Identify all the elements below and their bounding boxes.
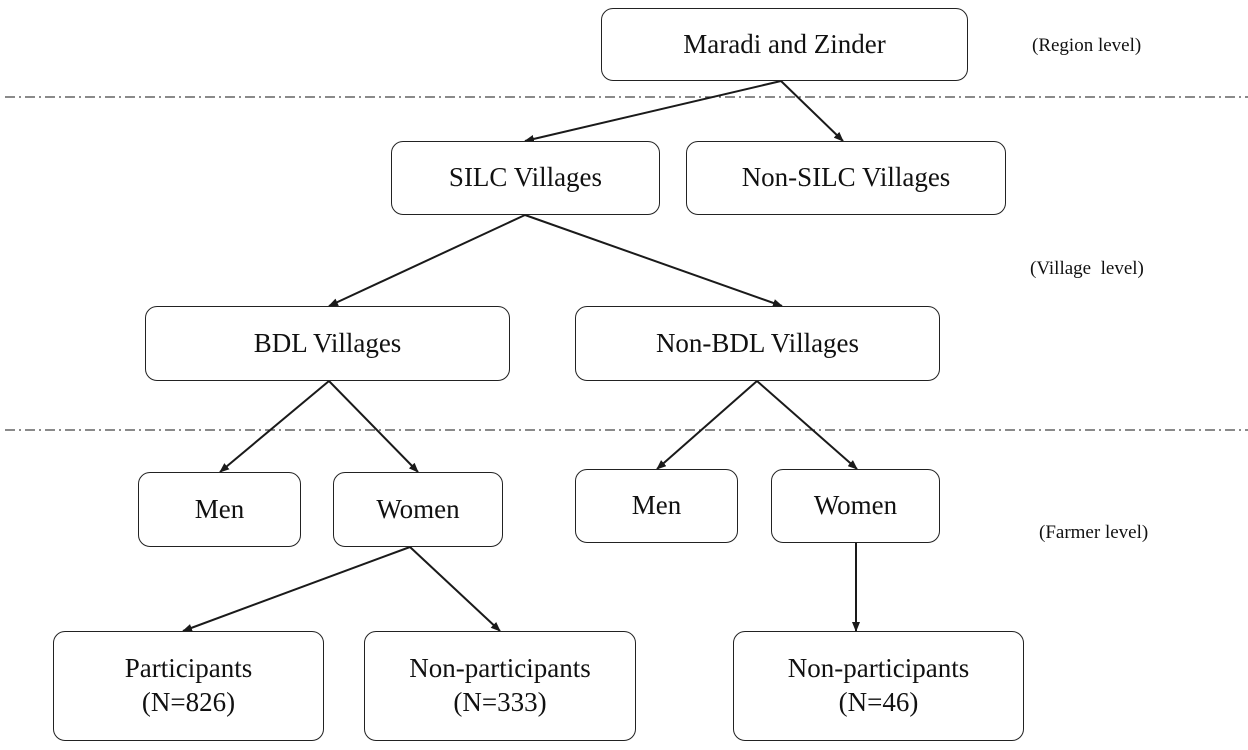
arrow-women-bdl-to-non-participants-bdl [409,546,501,632]
node-text: Women [376,493,460,524]
node-text: (N=826) [141,687,236,717]
node-bdl-villages: BDL Villages [145,306,510,381]
node-text: Non-SILC Villages [741,162,951,193]
node-men-bdl: Men [138,472,301,547]
node-text: (N=46) [838,687,919,717]
node-text: (N=333) [453,687,547,717]
region-level-label: (Region level) [1032,35,1142,56]
node-non-participants-bdl: Non-participants(N=333) [364,631,636,741]
arrow-silc-to-non-bdl [524,214,783,307]
node-text: SILC Villages [448,162,603,193]
arrow-non-bdl-to-women-non-bdl [756,380,858,470]
arrows [182,80,860,632]
arrow-women-bdl-to-participants [182,546,411,632]
node-non-bdl-villages: Non-BDL Villages [575,306,940,381]
node-silc-villages: SILC Villages [391,141,660,215]
farmer-level-label: (Farmer level) [1039,522,1149,543]
node-text: Maradi and Zinder [683,28,886,59]
arrow-bdl-to-women-bdl [328,380,419,473]
node-text: Men [194,493,245,524]
node-text: Non-participants [787,653,970,684]
node-text: Women [813,490,898,521]
node-participants: Participants(N=826) [53,631,324,741]
node-maradi-zinder: Maradi and Zinder [601,8,968,81]
node-women-bdl: Women [333,472,503,547]
node-text: Participants [124,653,253,684]
node-text: Non-BDL Villages [655,327,860,358]
arrow-root-to-silc [524,80,782,143]
arrow-non-bdl-to-men-non-bdl [656,380,758,470]
arrow-silc-to-bdl [328,214,526,307]
node-women-non-bdl: Women [771,469,940,543]
arrow-bdl-to-men-bdl [219,380,330,473]
node-text: BDL Villages [253,327,402,358]
arrow-root-to-non-silc [780,80,844,142]
node-text: Non-participants [409,653,591,684]
node-non-silc-villages: Non-SILC Villages [686,141,1006,215]
node-non-participants-non-bdl: Non-participants(N=46) [733,631,1024,741]
node-text: Men [631,490,682,521]
node-men-non-bdl: Men [575,469,738,543]
village-level-label: (Village level) [1030,258,1144,279]
